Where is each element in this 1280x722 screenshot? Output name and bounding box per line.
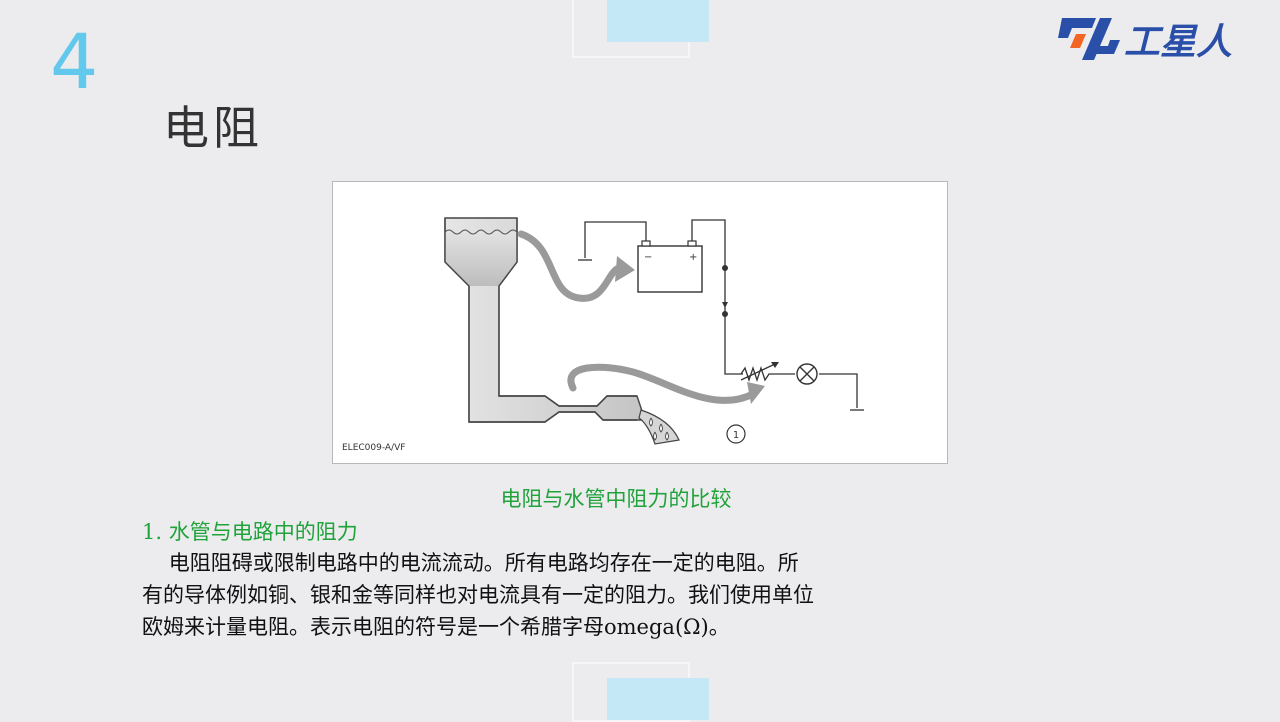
battery-minus-label: − (644, 252, 652, 263)
circuit-node-1 (722, 265, 728, 271)
water-pipe-circuit-figure: − + 1 ELEC009-A/VF (332, 181, 948, 464)
company-logo: 工星人 (1058, 18, 1232, 63)
logo-text: 工星人 (1124, 22, 1232, 63)
circuit-wiring (578, 219, 864, 411)
circuit-node-2 (722, 311, 728, 317)
comparison-diagram: − + 1 (444, 217, 864, 445)
battery: − + (637, 240, 703, 293)
figure-code: ELEC009-A/VF (342, 443, 406, 453)
slide-number: 4 (50, 17, 99, 106)
body-paragraph: 电阻阻碍或限制电路中的电流流动。所有电路均存在一定的电阻。所 有的导体例如铜、银… (142, 547, 1012, 643)
slide-title: 电阻 (163, 101, 263, 155)
variable-resistor-arrow-icon (771, 362, 779, 368)
figure-caption: 电阻与水管中阻力的比较 (500, 487, 732, 511)
body-line-3: 欧姆来计量电阻。表示电阻的符号是一个希腊字母omega(Ω)。 (142, 615, 730, 639)
decor-top-bar (607, 0, 709, 42)
lamp-icon (796, 363, 818, 385)
water-splash (638, 409, 680, 445)
callout-number: 1 (733, 430, 739, 441)
body-line-1: 电阻阻碍或限制电路中的电流流动。所有电路均存在一定的电阻。所 (142, 551, 799, 575)
callout-1: 1 (726, 424, 746, 444)
decor-bottom-bar (607, 678, 709, 720)
battery-plus-label: + (689, 252, 697, 263)
body-line-2: 有的导体例如铜、银和金等同样也对电流具有一定的阻力。我们使用单位 (142, 583, 814, 607)
water-tank (444, 217, 646, 423)
flow-arrows (517, 230, 765, 404)
logo-mark-icon (1058, 18, 1120, 60)
section-heading: 1. 水管与电路中的阻力 (142, 520, 358, 544)
current-direction-icon (722, 302, 728, 308)
